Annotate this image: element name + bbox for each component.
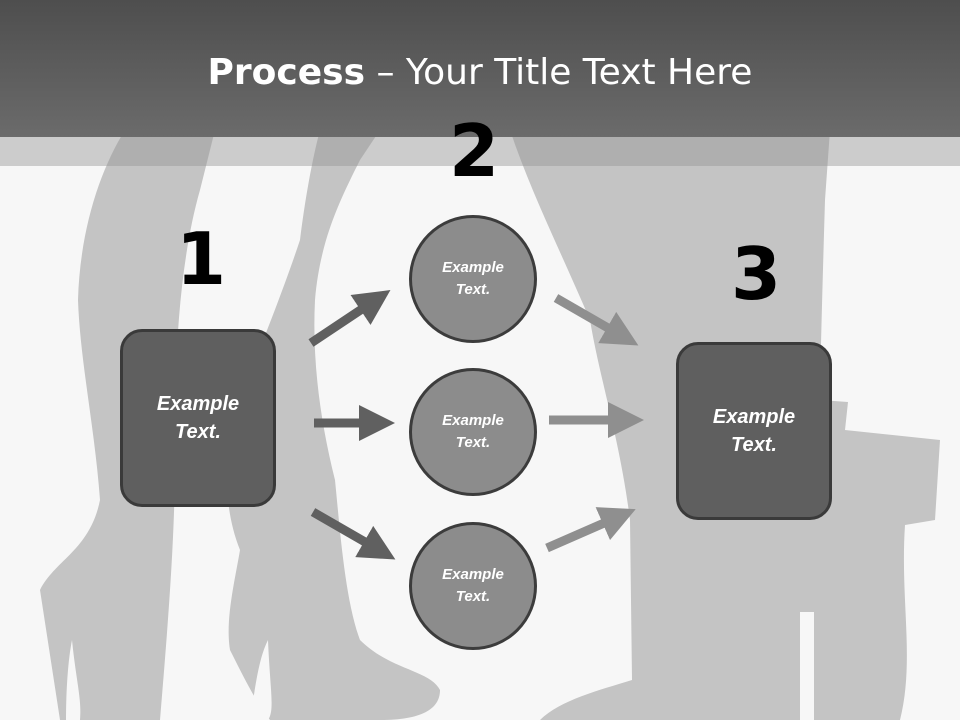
process-circle-middle: Example Text. <box>409 368 537 496</box>
title-rest: – Your Title Text Here <box>365 52 753 93</box>
process-box-left: Example Text. <box>120 329 276 507</box>
step-number-3: 3 <box>731 232 782 316</box>
arrow-to-circle-top <box>308 290 391 347</box>
process-box-right-text: Example Text. <box>712 406 796 456</box>
process-box-right: Example Text. <box>676 342 832 520</box>
process-circle-middle-text: Example Text. <box>442 411 504 452</box>
process-circle-top: Example Text. <box>409 215 537 343</box>
title-bold: Process <box>207 52 366 93</box>
slide-title: Process – Your Title Text Here <box>0 52 960 93</box>
process-circle-bottom-text: Example Text. <box>442 565 504 606</box>
process-circle-bottom: Example Text. <box>409 522 537 650</box>
arrow-to-circle-bottom <box>310 508 396 560</box>
step-number-1: 1 <box>176 217 227 301</box>
title-subband <box>0 137 960 166</box>
arrow-from-circle-bottom <box>545 507 636 553</box>
process-circle-top-text: Example Text. <box>442 258 504 299</box>
title-bar <box>0 0 960 137</box>
process-box-left-text: Example Text. <box>156 393 240 443</box>
step-number-2: 2 <box>449 109 500 193</box>
arrow-from-circle-top <box>553 294 639 346</box>
